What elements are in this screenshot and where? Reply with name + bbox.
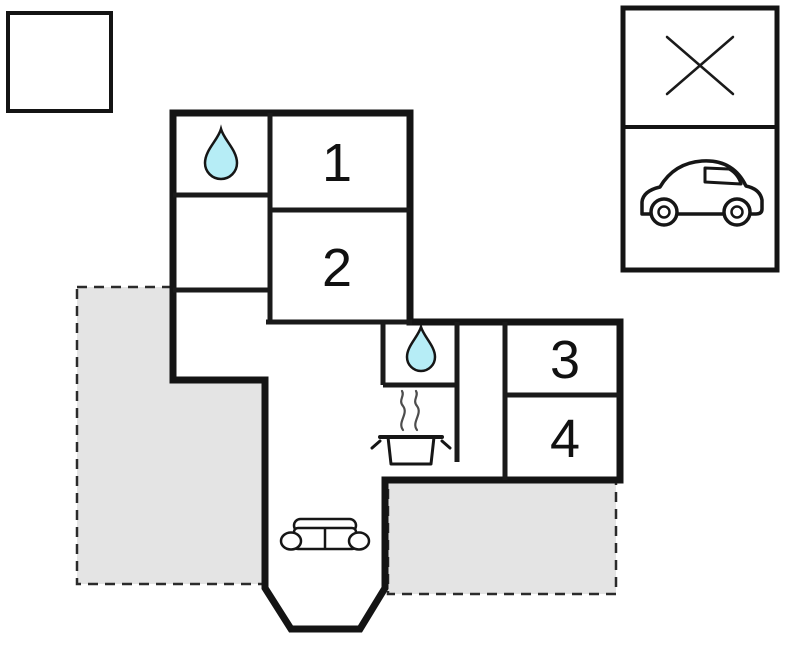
room-3-label: 3 (550, 330, 580, 390)
room-4-label: 4 (550, 409, 580, 469)
carport-box (620, 5, 780, 273)
cross-icon (665, 35, 735, 96)
empty-legend-box (6, 11, 113, 113)
cooking-pot-icon (370, 435, 452, 466)
room-2-label: 2 (322, 238, 352, 298)
car-icon (640, 159, 764, 227)
interior-walls (173, 113, 620, 480)
room-1-label: 1 (322, 133, 352, 193)
steam-icon (400, 389, 420, 432)
carport-box-frame (620, 5, 780, 273)
terrace-right (386, 480, 618, 596)
sofa-icon (279, 517, 371, 551)
water-drop-icon (405, 322, 437, 373)
water-drop-icon (203, 124, 239, 181)
